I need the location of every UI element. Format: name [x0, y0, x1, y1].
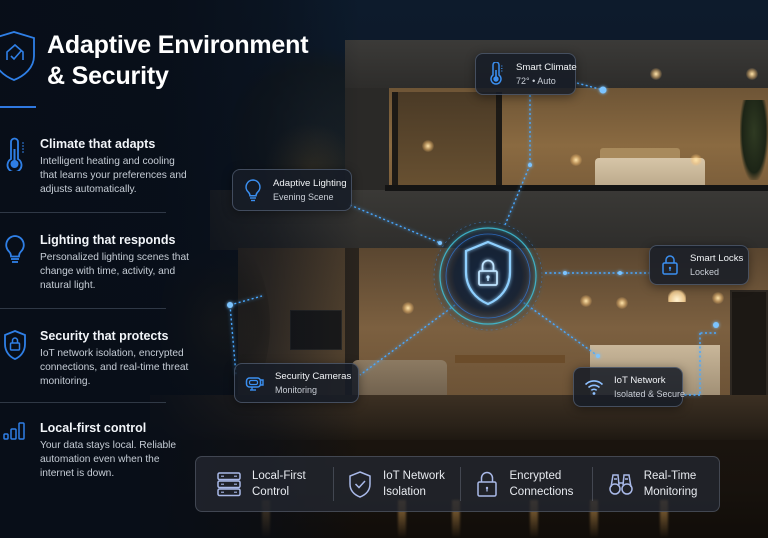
wall-sconce — [616, 297, 628, 309]
feature-description: Your data stays local. Reliable automati… — [40, 440, 177, 480]
feature-title: Security that protects — [40, 329, 169, 343]
wall-sconce — [402, 302, 414, 314]
security-camera-icon — [245, 377, 264, 391]
light-reflection — [452, 500, 460, 538]
signal-bars-icon — [3, 422, 25, 440]
callout-iot-network[interactable]: IoT Network Isolated & Secure — [573, 367, 686, 407]
sofa — [352, 360, 447, 400]
title-underline — [0, 106, 36, 108]
feature-title: Climate that adapts — [40, 137, 156, 151]
central-security-hub[interactable] — [428, 220, 548, 340]
title-line-2: & Security — [47, 62, 169, 90]
shield-check-icon — [349, 471, 371, 498]
feature-description: IoT network isolation, encrypted connect… — [40, 348, 189, 388]
callout-title: Adaptive Lighting — [273, 177, 347, 189]
light-reflection — [398, 500, 406, 538]
callout-smart-locks[interactable]: Smart Locks Locked — [649, 245, 749, 285]
thermometer-icon — [490, 62, 503, 85]
feature-title: Lighting that responds — [40, 233, 176, 247]
light-reflection — [530, 500, 538, 538]
light-reflection — [660, 500, 668, 538]
dining-table — [455, 355, 565, 363]
front-door — [730, 290, 768, 400]
callout-status: Isolated & Secure — [614, 388, 686, 399]
feature-description: Personalized lighting scenes that change… — [40, 252, 189, 292]
title-line-1: Adaptive Environment — [47, 31, 309, 59]
callout-smart-climate[interactable]: Smart Climate 72° • Auto — [475, 53, 577, 95]
callout-title: Smart Climate — [516, 61, 577, 73]
wall-sconce — [712, 292, 724, 304]
pendant-light — [668, 290, 686, 302]
binoculars-icon — [608, 474, 633, 495]
callout-status: Evening Scene — [273, 191, 334, 202]
server-icon — [217, 472, 241, 497]
lightbulb-icon — [5, 235, 25, 263]
wall-sconce — [422, 140, 434, 152]
callout-status: Locked — [690, 266, 720, 277]
lightbulb-icon — [245, 179, 261, 202]
bedside-lamp — [690, 154, 702, 166]
feature-title: Local-first control — [40, 421, 147, 435]
page-title: Adaptive Environment & Security — [47, 30, 347, 92]
padlock-icon — [476, 471, 497, 497]
callout-title: Security Cameras — [275, 370, 352, 382]
ceiling-light — [650, 68, 662, 80]
feature-description: Intelligent heating and cooling that lea… — [40, 156, 187, 196]
balcony-rail — [385, 185, 768, 191]
divider — [0, 402, 166, 403]
callout-status: 72° • Auto — [516, 75, 556, 86]
ceiling-light — [746, 68, 758, 80]
plant — [740, 100, 768, 180]
divider — [0, 308, 166, 309]
divider — [0, 212, 166, 213]
left-panel-overlay — [0, 0, 360, 538]
shield-lock-icon — [4, 330, 26, 360]
thermometer-icon — [6, 137, 24, 171]
bedside-lamp — [570, 154, 582, 166]
wifi-icon — [584, 380, 604, 395]
callout-title: Smart Locks — [690, 252, 744, 264]
callout-status: Monitoring — [275, 384, 318, 395]
light-reflection — [590, 500, 598, 538]
upper-window — [392, 92, 502, 192]
callout-adaptive-lighting[interactable]: Adaptive Lighting Evening Scene — [232, 169, 352, 211]
bed — [595, 158, 705, 190]
callout-security-cameras[interactable]: Security Cameras Monitoring — [234, 363, 359, 403]
shield-home-check-icon — [0, 31, 35, 81]
padlock-icon — [662, 255, 678, 275]
wall-sconce — [580, 295, 592, 307]
callout-title: IoT Network — [614, 374, 666, 386]
